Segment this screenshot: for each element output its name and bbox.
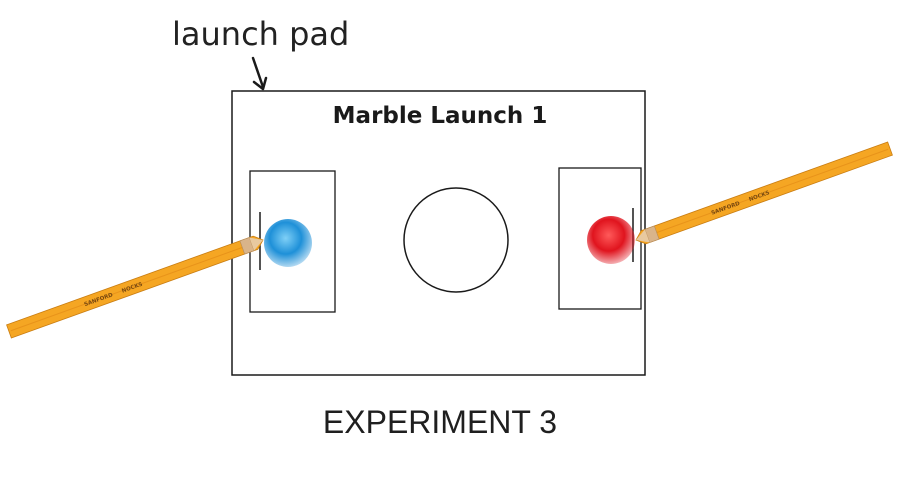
blue-marble	[264, 219, 312, 267]
red-marble	[587, 216, 635, 264]
experiment-caption: EXPERIMENT 3	[323, 404, 557, 440]
pad-title: Marble Launch 1	[333, 103, 548, 129]
center-target-circle	[403, 187, 509, 293]
callout-arrow	[251, 56, 268, 91]
launch-pad-label: launch pad	[172, 15, 349, 53]
left-pencil: SANFORD NOCKS	[6, 235, 264, 339]
right-pencil	[635, 141, 893, 245]
